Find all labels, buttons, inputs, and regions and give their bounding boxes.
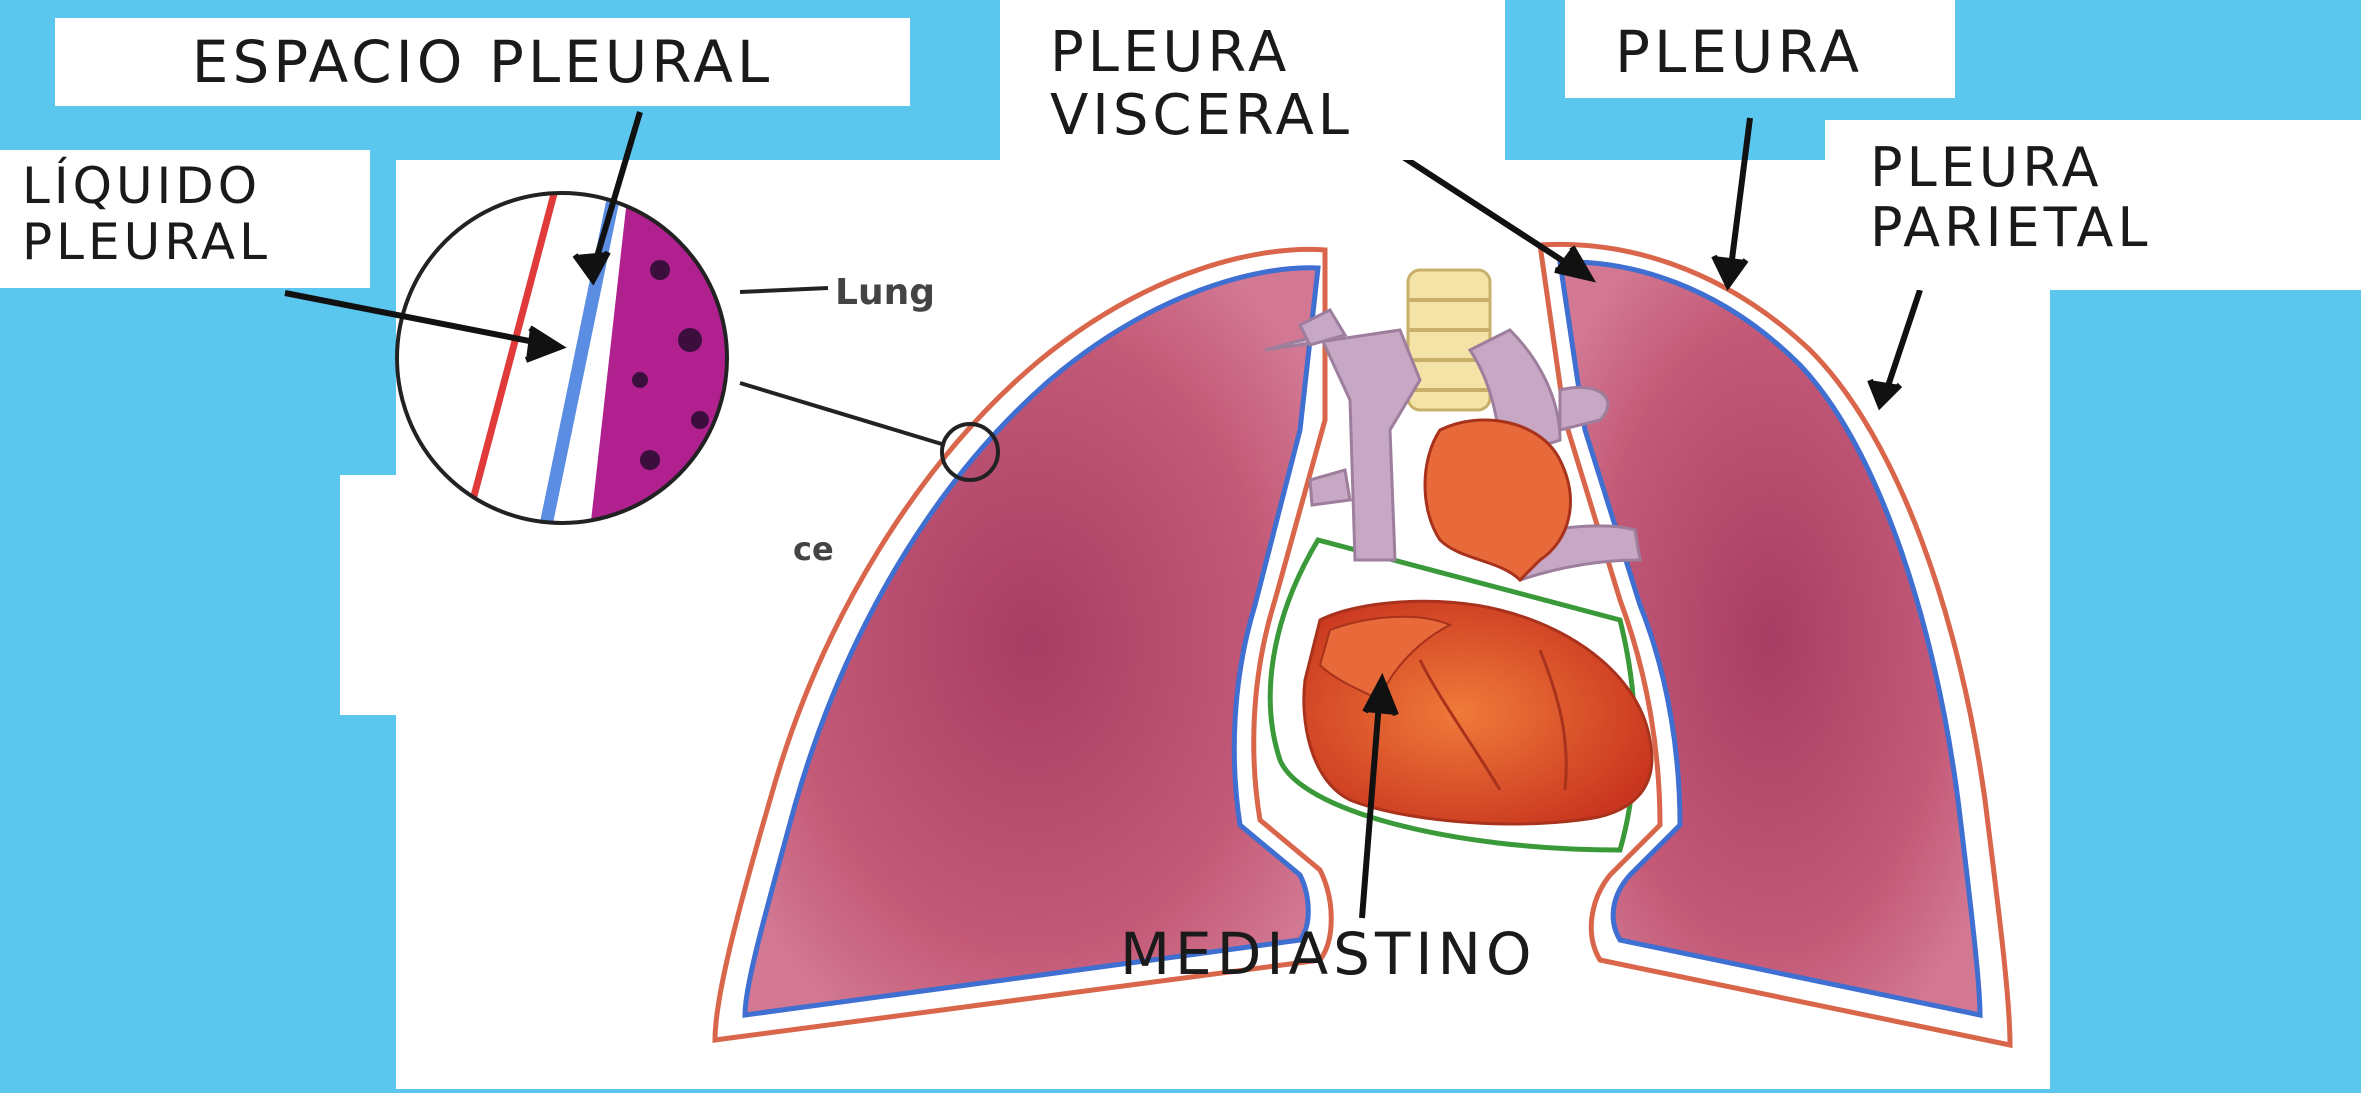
label-mediastino: MEDIASTINO: [1120, 920, 1537, 988]
label-liquido-pleural: LÍQUIDO PLEURAL: [0, 150, 370, 288]
label-visceral-line-1: PLEURA: [1050, 22, 1505, 85]
label-lung: Lung: [835, 272, 935, 313]
label-pleura-parietal: PLEURA PARIETAL: [1825, 120, 2361, 290]
label-parietal-line-2: PARIETAL: [1870, 198, 2361, 258]
label-pleura-visceral: PLEURA VISCERAL: [1000, 0, 1505, 160]
label-visceral-line-2: VISCERAL: [1050, 85, 1505, 148]
label-partial-text: ce: [793, 530, 834, 568]
trachea: [1408, 270, 1490, 410]
label-liquido-line-2: PLEURAL: [22, 214, 370, 270]
label-espacio-pleural: ESPACIO PLEURAL: [55, 18, 910, 106]
label-pleura: PLEURA: [1565, 0, 1955, 98]
label-liquido-line-1: LÍQUIDO: [22, 158, 370, 214]
label-parietal-line-1: PLEURA: [1870, 138, 2361, 198]
